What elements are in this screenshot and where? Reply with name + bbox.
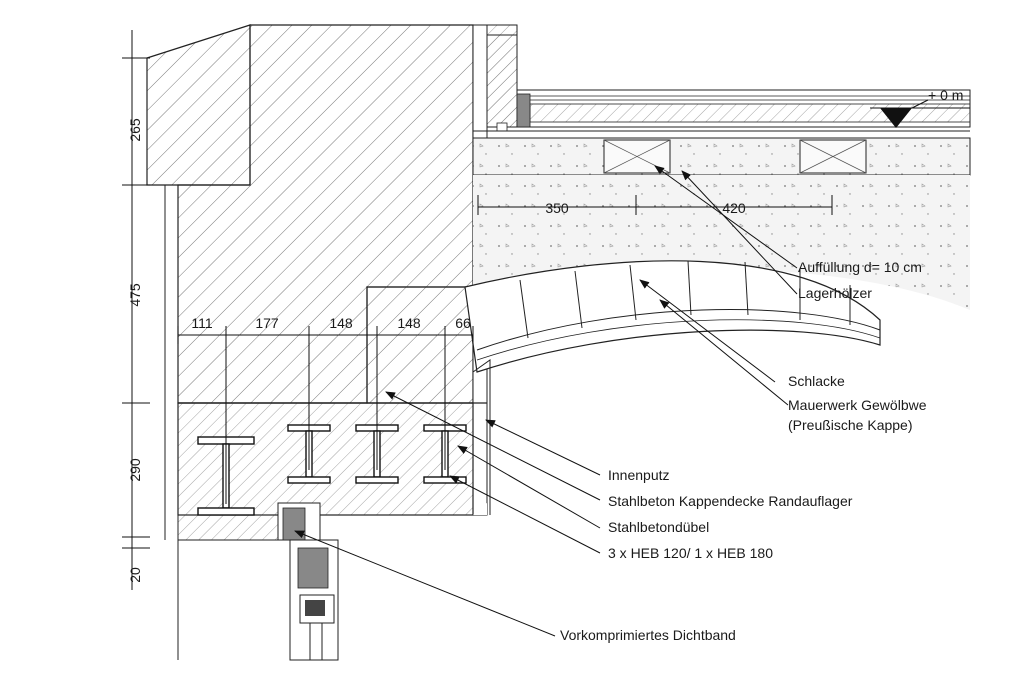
beam-dimension-chain xyxy=(177,326,474,504)
dim-66: 66 xyxy=(455,315,471,331)
label-edge-support: Stahlbeton Kappendecke Randauflager xyxy=(608,493,853,509)
label-slag: Schlacke xyxy=(788,373,845,389)
dim-290: 290 xyxy=(127,458,143,482)
label-dowel: Stahlbetondübel xyxy=(608,519,709,535)
slag-fill xyxy=(473,175,970,310)
label-vault-2: (Preußische Kappe) xyxy=(788,417,913,433)
joist-2 xyxy=(799,139,867,174)
window-frame xyxy=(177,502,339,661)
floor-buildup xyxy=(472,34,971,176)
leader-lines xyxy=(294,165,798,637)
dim-177: 177 xyxy=(255,315,279,331)
joist-1 xyxy=(603,139,671,174)
dim-111: 111 xyxy=(191,315,212,331)
dim-20: 20 xyxy=(127,567,143,583)
label-vault-1: Mauerwerk Gewölbwe xyxy=(788,397,927,413)
dim-350: 350 xyxy=(545,200,569,216)
slag-dimension-chain xyxy=(477,195,833,215)
dim-265: 265 xyxy=(127,118,143,142)
label-fill: Auffüllung d= 10 cm xyxy=(798,259,922,275)
label-plaster: Innenputz xyxy=(608,467,670,483)
level-marker: + 0 m xyxy=(870,87,970,128)
label-beams: 3 x HEB 120/ 1 x HEB 180 xyxy=(608,545,773,561)
dim-420: 420 xyxy=(722,200,746,216)
dim-475: 475 xyxy=(127,283,143,307)
label-sealing-tape: Vorkomprimiertes Dichtband xyxy=(560,627,736,643)
dim-148b: 148 xyxy=(397,315,421,331)
level-label: + 0 m xyxy=(928,87,963,103)
masonry-wall xyxy=(146,24,474,660)
dim-148a: 148 xyxy=(329,315,353,331)
masonry-vault xyxy=(464,260,881,515)
label-joists: Lagerhölzer xyxy=(798,285,872,301)
vertical-dimension-chain xyxy=(122,30,150,590)
